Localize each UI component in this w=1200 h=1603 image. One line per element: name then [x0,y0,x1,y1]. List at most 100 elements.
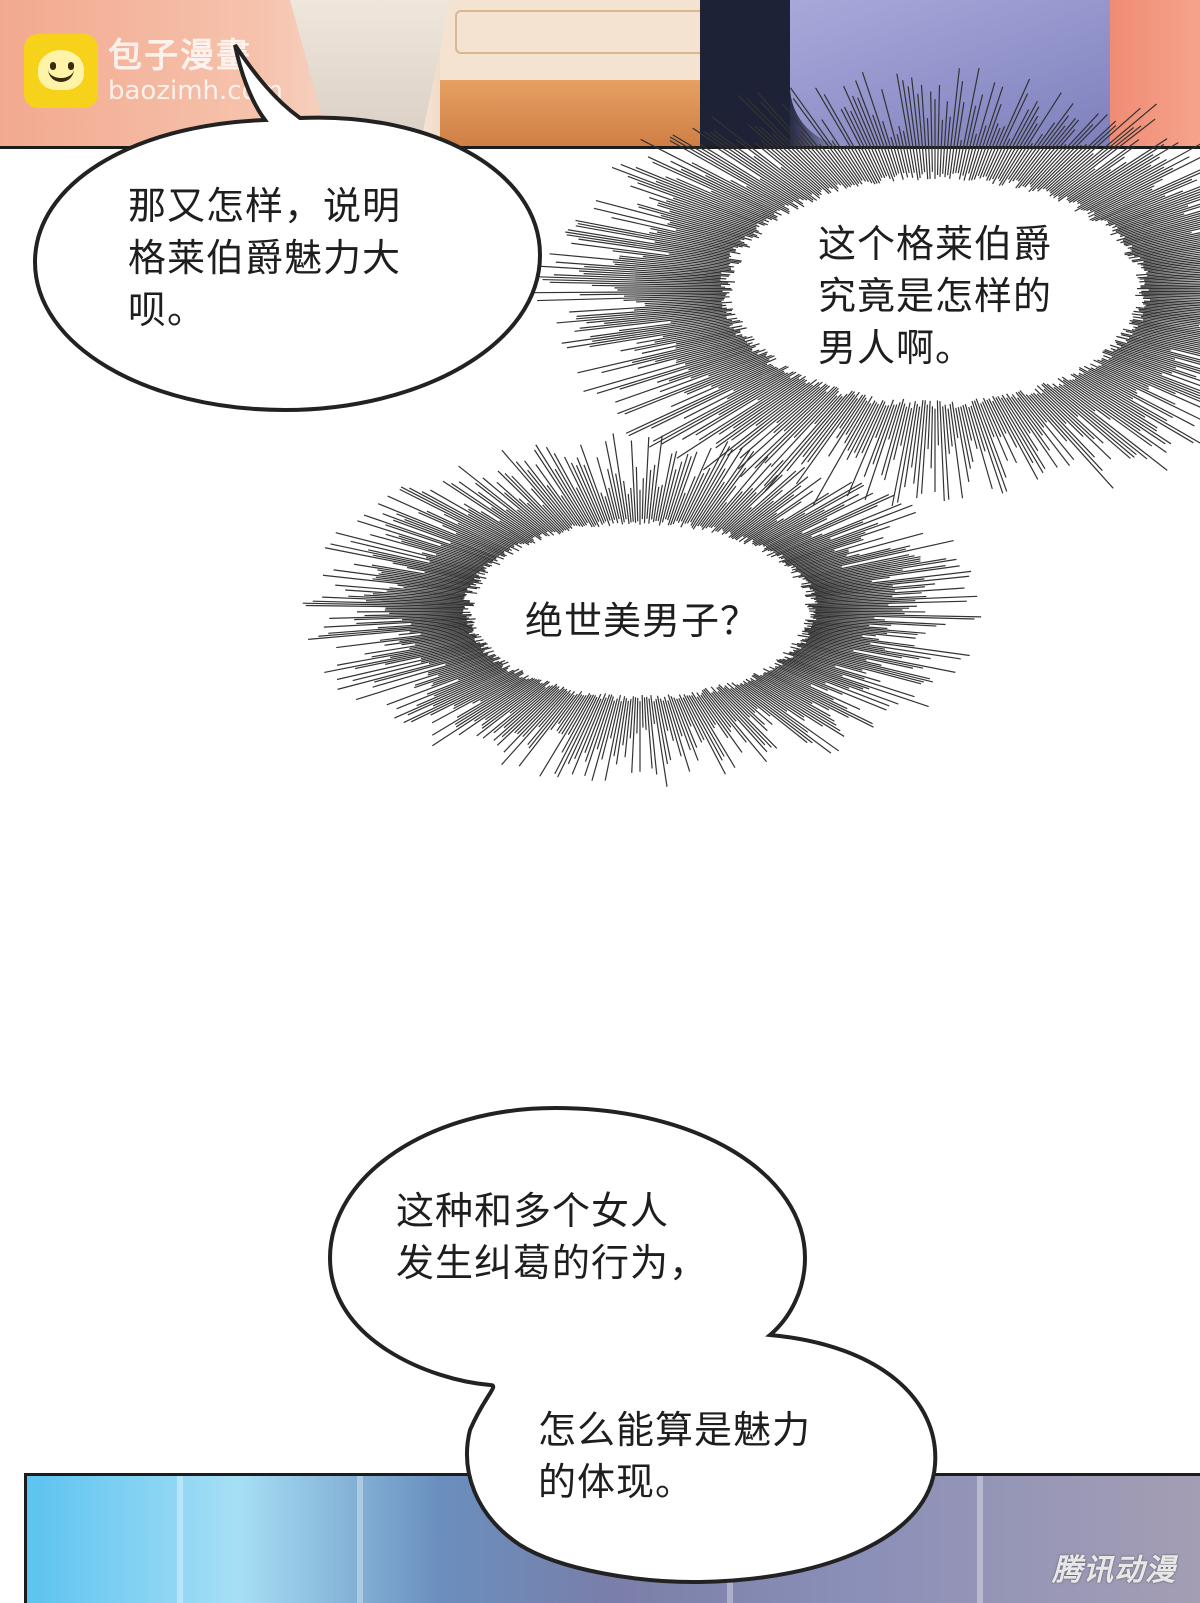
burst-spike [1063,384,1111,420]
burst-spike [503,685,554,729]
burst-spike [743,519,778,543]
burst-spike [672,134,799,210]
burst-spike [1074,378,1158,432]
burst-spike [823,94,876,185]
burst-spike [635,466,639,522]
burst-spike [1110,347,1197,378]
speech-bubble-4 [327,1105,938,1585]
burst-spike [652,486,660,523]
burst-spike [746,185,790,211]
burst-spike [445,650,494,666]
burst-spike [718,148,804,205]
burst-spike [1141,293,1200,296]
burst-spike [686,445,731,524]
burst-spike [795,532,924,569]
burst-spike [1006,393,1058,468]
burst-spike [579,292,730,296]
burst-spike [604,441,624,525]
burst-spike [617,355,767,415]
burst-spike [1017,115,1070,182]
burst-spike [722,474,783,532]
burst-spike [1069,379,1166,445]
burst-spike [881,120,900,174]
burst-spike [855,399,884,459]
burst-spike [789,87,860,184]
burst-spike [496,481,553,533]
burst-spike [515,461,573,529]
burst-spike [472,676,520,704]
burst-spike [503,688,565,753]
burst-spike [666,200,759,232]
burst-spike [591,284,726,288]
burst-spike [1076,154,1154,203]
burst-spike [641,478,644,520]
burst-spike [1015,391,1045,428]
burst-spike [640,138,780,212]
burst-spike [971,400,1004,494]
burst-spike [692,127,800,200]
burst-spike [1103,355,1200,394]
burst-spike [1078,374,1194,444]
burst-spike [1053,386,1137,456]
burst-spike [949,81,964,179]
burst-spike [896,133,909,178]
burst-spike [648,698,658,775]
burst-spike [420,643,488,660]
burst-spike [780,522,879,560]
burst-spike [1102,351,1163,375]
burst-spike [739,381,823,451]
burst-spike [1086,156,1190,212]
burst-spike [575,487,597,526]
burst-spike [1037,143,1087,192]
speech-bubble-1 [32,43,543,413]
burst-spike [655,180,768,226]
burst-spike [686,359,770,395]
burst-spike [798,545,911,573]
burst-spike [773,504,878,552]
burst-spike [699,450,755,527]
burst-spike [698,374,802,441]
burst-spike [409,625,473,633]
burst-spike [701,689,732,728]
burst-spike [557,696,598,778]
burst-spike [410,619,467,625]
burst-spike [1107,190,1184,222]
burst-spike [655,484,663,522]
burst-spike [375,576,468,590]
burst-spike [392,519,497,559]
burst-spike [377,620,473,629]
burst-spike [703,688,747,743]
burst-spike [691,162,790,215]
burst-spike [782,525,890,563]
burst-spike [808,607,910,610]
window-frame [357,1476,363,1603]
burst-spike [911,77,923,175]
burst-spike [1049,153,1094,192]
burst-spike [792,566,843,579]
burst-spike [457,662,503,681]
burst-spike [385,524,494,562]
burst-spike [815,87,873,184]
burst-spike [725,470,797,535]
burst-spike [354,563,474,584]
burst-spike [590,317,728,338]
burst-spike [1137,255,1200,265]
burst-spike [688,348,753,371]
burst-spike [790,646,933,683]
burst-spike [1095,367,1200,420]
burst-spike [766,535,812,557]
burst-spike [676,476,696,522]
burst-spike [522,688,568,738]
burst-spike [949,403,964,499]
burst-spike [900,402,911,446]
burst-spike [772,669,861,710]
burst-spike [662,700,675,742]
burst-spike [907,86,921,179]
burst-spike [1101,359,1200,403]
burst-spike [1146,268,1200,274]
burst-spike [757,92,842,186]
burst-spike [942,406,950,500]
burst-spike [554,468,589,524]
burst-spike [509,681,550,714]
burst-spike [534,276,729,284]
